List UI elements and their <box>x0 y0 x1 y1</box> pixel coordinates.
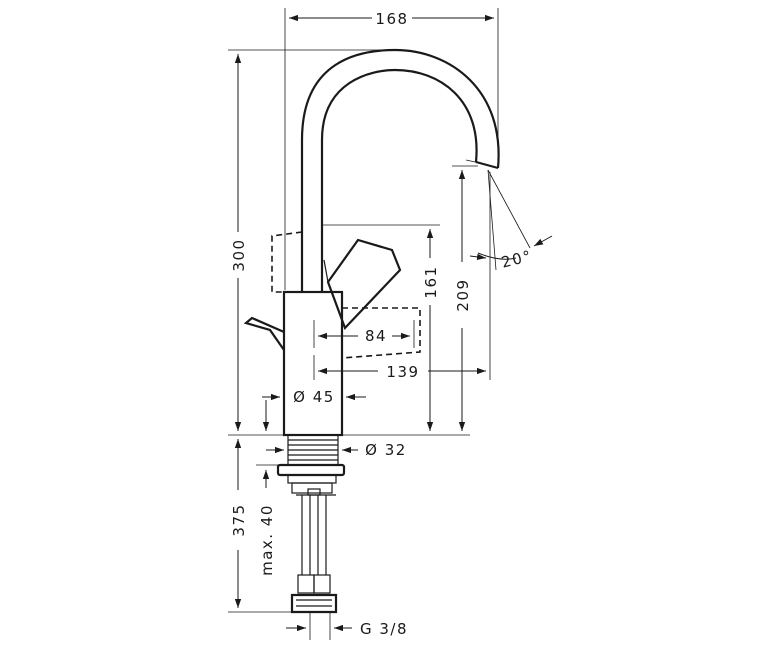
dimension-168: 168 <box>284 8 499 290</box>
dimension-84: 84 <box>313 320 415 348</box>
faucet-body <box>243 48 500 614</box>
dim-label-max-40: max. 40 <box>258 504 276 576</box>
dim-label-dia-45: Ø 45 <box>293 388 335 406</box>
dim-label-161: 161 <box>422 265 440 298</box>
body-block <box>282 290 344 437</box>
dim-label-g38: G 3/8 <box>360 620 408 638</box>
dimension-375: 375 <box>228 439 300 613</box>
dimension-max-40: max. 40 <box>256 400 290 576</box>
dim-label-dia-32: Ø 32 <box>365 441 407 459</box>
dimension-161: 161 <box>322 224 440 431</box>
dim-label-375: 375 <box>230 503 248 536</box>
dimension-209: 209 <box>340 165 478 436</box>
dim-label-209: 209 <box>454 278 472 311</box>
dimension-300: 300 <box>228 49 394 436</box>
dimension-dia-32: Ø 32 <box>266 441 407 459</box>
spout <box>300 48 500 292</box>
dimension-dia-45: Ø 45 <box>262 388 366 406</box>
rear-lever <box>243 316 285 351</box>
supply-hoses <box>290 495 338 614</box>
dim-label-84: 84 <box>365 327 387 345</box>
lever-handle-open-position <box>341 307 421 359</box>
dim-label-139: 139 <box>386 363 419 381</box>
lever-handle <box>326 238 402 331</box>
mounting-plate <box>276 463 346 477</box>
dim-label-angle-20: 20° <box>500 247 535 272</box>
dim-label-168: 168 <box>375 10 408 28</box>
dimension-139: 139 <box>313 172 491 381</box>
lever-handle-back-position <box>271 231 303 293</box>
dimension-g38: G 3/8 <box>286 612 408 640</box>
dimension-angle-20: 20° <box>469 169 553 272</box>
dim-label-300: 300 <box>230 238 248 271</box>
